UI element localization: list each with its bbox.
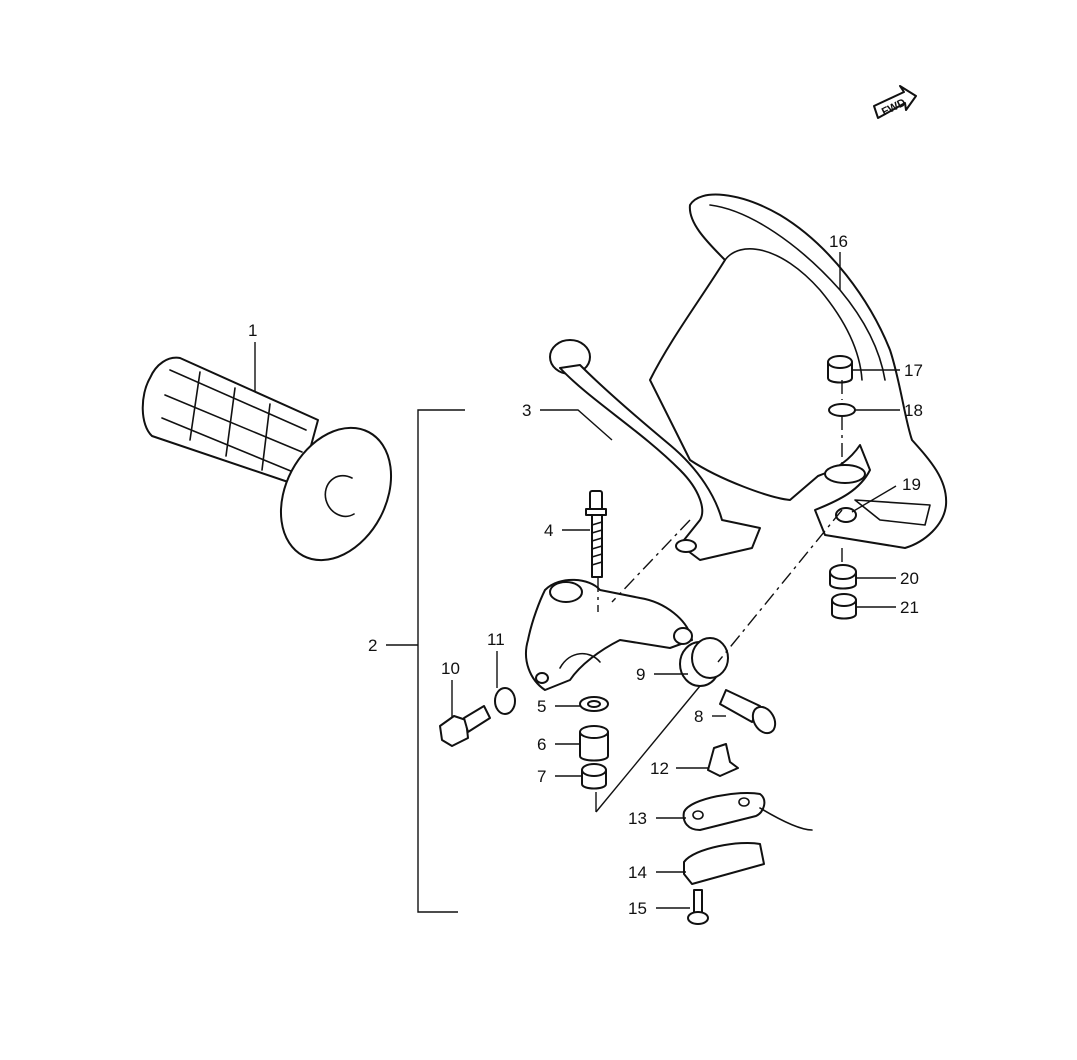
part-3-lever: [549, 339, 761, 561]
callout-20: 20: [900, 569, 919, 588]
part-5-washer: [579, 696, 609, 712]
callout-5: 5: [537, 697, 546, 716]
part-10-bolt: [439, 705, 491, 747]
part-7-nut: [581, 763, 607, 790]
callout-6: 6: [537, 735, 546, 754]
part-19-washer: [835, 507, 857, 523]
callout-21: 21: [900, 598, 919, 617]
alignment-lines: [595, 380, 843, 813]
callout-2: 2: [368, 636, 377, 655]
fwd-arrow-icon: FWD: [873, 85, 917, 119]
callout-7: 7: [537, 767, 546, 786]
part-16-hand-guard: [649, 193, 948, 549]
part-21-nut: [831, 593, 857, 620]
callout-18: 18: [904, 401, 923, 420]
part-14-cover: [683, 841, 765, 885]
part-18-washer: [828, 403, 856, 417]
part-15-screw: [687, 889, 709, 925]
callout-9: 9: [636, 665, 645, 684]
callout-12: 12: [650, 759, 669, 778]
part-17-cap: [827, 355, 853, 384]
callout-4: 4: [544, 521, 553, 540]
callout-11: 11: [487, 630, 505, 649]
part-12-plunger: [707, 743, 739, 777]
part-8-bolt: [719, 689, 777, 735]
callout-1: 1: [248, 321, 257, 340]
callout-3: 3: [522, 401, 531, 420]
callout-14: 14: [628, 863, 647, 882]
callout-10: 10: [441, 659, 460, 678]
callout-13: 13: [628, 809, 647, 828]
fwd-label: FWD: [880, 97, 908, 119]
part-1-grip: [141, 356, 393, 562]
part-13-switch: [682, 791, 813, 831]
part-9-adjuster: [679, 637, 729, 687]
callout-17: 17: [904, 361, 923, 380]
callout-15: 15: [628, 899, 647, 918]
part-11-washer: [494, 687, 516, 715]
leader-lines: [254, 252, 900, 909]
part-4-pivot-bolt: [585, 490, 607, 578]
callout-8: 8: [694, 707, 703, 726]
callout-labels: 1 2 3 4 5 6 7 8 9 10 11 12 13 14 15 16 1…: [248, 232, 923, 918]
callout-16: 16: [829, 232, 848, 251]
assembly-2-bracket: [417, 409, 465, 913]
callout-19: 19: [902, 475, 921, 494]
part-20-collar: [829, 564, 857, 590]
part-6-spacer: [579, 725, 609, 762]
